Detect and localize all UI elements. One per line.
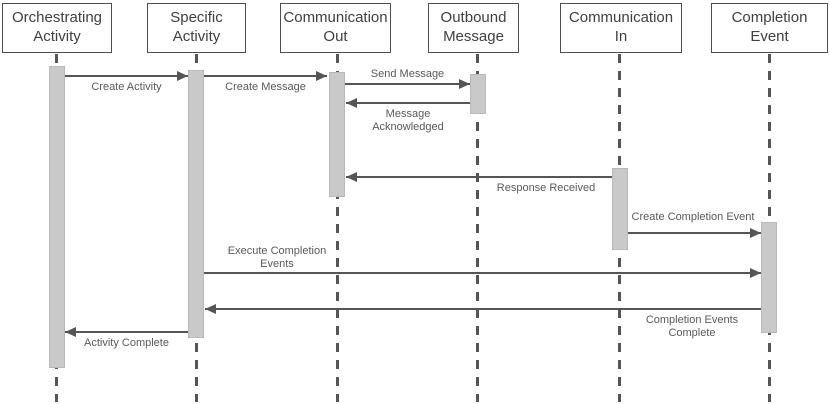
message-label-create-activity: Create Activity — [91, 81, 162, 93]
message-label-activity-complete: Activity Complete — [84, 337, 169, 349]
message-line-response-received — [346, 176, 612, 178]
arrowhead-left-icon — [346, 172, 357, 182]
message-label-create-message: Create Message — [225, 81, 306, 93]
arrowhead-right-icon — [750, 268, 761, 278]
message-line-activity-complete — [65, 331, 188, 333]
lifeline-header-communication-out: Communication Out — [280, 3, 391, 53]
arrowhead-right-icon — [459, 79, 470, 89]
message-line-create-activity — [65, 75, 188, 77]
activation-communication-in — [612, 168, 628, 250]
lifeline-outbound-message — [476, 54, 479, 402]
message-line-create-completion-event — [628, 232, 761, 234]
lifeline-header-outbound-message: Outbound Message — [428, 3, 519, 53]
activation-completion-event — [761, 222, 777, 333]
activation-orchestrating-activity — [49, 66, 65, 368]
arrowhead-left-icon — [205, 304, 216, 314]
lifeline-header-label: Completion Event — [731, 9, 808, 45]
arrowhead-right-icon — [750, 228, 761, 238]
lifeline-header-specific-activity: Specific Activity — [147, 3, 246, 53]
message-line-completion-events-complete — [205, 308, 761, 310]
message-label-execute-completion-events: Execute Completion Events — [227, 245, 327, 270]
activation-communication-out — [329, 72, 345, 197]
lifeline-header-orchestrating-activity: Orchestrating Activity — [2, 3, 112, 53]
arrowhead-left-icon — [346, 98, 357, 108]
lifeline-header-label: Outbound Message — [440, 9, 507, 45]
lifeline-header-label: Communication Out — [283, 9, 388, 45]
message-line-message-acknowledged — [346, 102, 470, 104]
activation-outbound-message — [470, 74, 486, 114]
lifeline-header-label: Specific Activity — [170, 9, 223, 45]
message-label-send-message: Send Message — [370, 68, 445, 80]
arrowhead-right-icon — [177, 71, 188, 81]
lifeline-header-label: Communication In — [568, 9, 674, 45]
message-label-message-acknowledged: Message Acknowledged — [372, 108, 444, 133]
lifeline-header-completion-event: Completion Event — [711, 3, 828, 53]
message-label-completion-events-complete: Completion Events Complete — [645, 314, 739, 339]
message-line-send-message — [345, 83, 470, 85]
arrowhead-right-icon — [316, 71, 327, 81]
arrowhead-left-icon — [65, 327, 76, 337]
message-line-create-message — [204, 75, 327, 77]
message-label-response-received: Response Received — [496, 182, 596, 194]
lifeline-header-communication-in: Communication In — [560, 3, 682, 53]
activation-specific-activity — [188, 70, 204, 338]
message-line-execute-completion-events — [204, 272, 761, 274]
message-label-create-completion-event: Create Completion Event — [631, 211, 755, 223]
lifeline-header-label: Orchestrating Activity — [11, 9, 103, 45]
lifeline-communication-out — [336, 54, 339, 402]
